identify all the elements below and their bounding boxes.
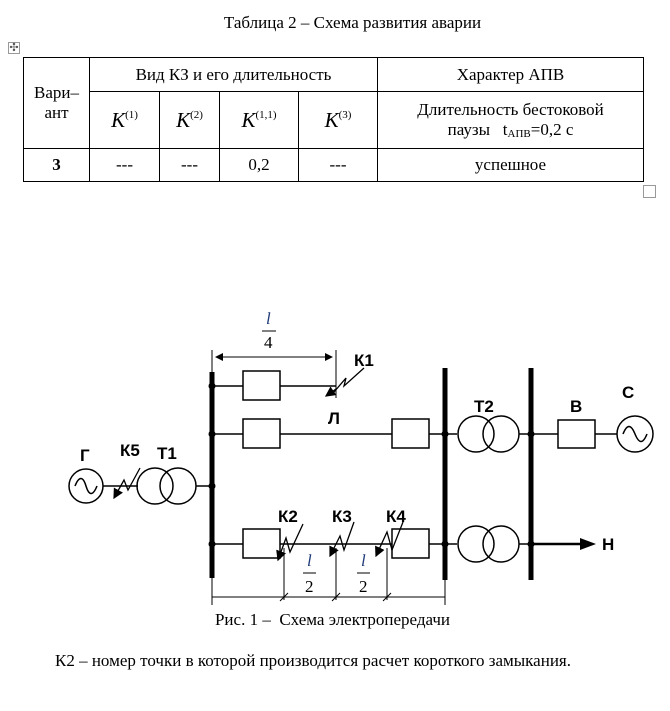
apv-pause-line2: паузы t: [447, 120, 508, 139]
header-fault-k11: K(1,1): [219, 91, 299, 149]
fault-k2-icon: [276, 523, 304, 562]
cell-k11: 0,2: [219, 148, 299, 182]
cell-k1: ---: [89, 148, 160, 182]
frac-num: l: [307, 551, 312, 570]
transformer-t1-icon: [136, 467, 197, 505]
label-k1: К1: [354, 351, 374, 370]
k-sup: (1): [125, 108, 138, 121]
header-fault-k1: K(1): [89, 91, 160, 149]
breaker-line-start-icon: [242, 418, 281, 449]
cell-k2: ---: [159, 148, 220, 182]
breaker-bottom-start-icon: [242, 528, 281, 559]
label-k2: К2: [278, 507, 298, 526]
dim-half-label-1: l 2: [303, 551, 316, 596]
k-base: K: [176, 107, 191, 132]
frac-num: l: [266, 309, 271, 328]
label-breaker: В: [570, 397, 582, 416]
table-move-handle-icon[interactable]: ✣: [8, 41, 20, 54]
breaker-b-icon: [557, 419, 596, 449]
system-source-icon: [616, 415, 654, 453]
dim-half-lines: [211, 548, 446, 605]
frac-num: l: [361, 551, 366, 570]
table-subheader-row: K(1) K(2) K(1,1) K(3) Длительность бесто…: [24, 91, 644, 149]
apv-subscript: АПВ: [507, 128, 531, 140]
k-sup: (1,1): [255, 108, 277, 121]
header-apv-group: Характер АПВ: [377, 57, 644, 92]
fault-k4-icon: [375, 521, 404, 558]
k-sup: (3): [338, 108, 352, 121]
label-t1: Т1: [157, 444, 177, 463]
table-row: 3 --- --- 0,2 --- успешное: [23, 148, 644, 182]
transformer-lower-icon: [457, 525, 520, 563]
k-sup: (2): [190, 108, 203, 121]
header-apv-pause: Длительность бестоковой паузы tАПВ=0,2 с: [377, 91, 644, 149]
k-base: K: [111, 107, 126, 132]
fault-k1-icon: [324, 367, 365, 397]
label-generator: Г: [80, 446, 90, 465]
frac-den: 2: [305, 577, 314, 596]
label-system: С: [622, 383, 634, 402]
breaker-top-icon: [242, 370, 281, 401]
fault-k5-icon: [113, 467, 141, 500]
frac-den: 4: [264, 333, 273, 352]
power-transmission-diagram: Г К5 Т1 К1 Л К2 К3 К4 Т2 В С Н l 4 l 2 l…: [68, 309, 654, 605]
label-t2: Т2: [474, 397, 494, 416]
label-line: Л: [328, 409, 340, 428]
cell-variant: 3: [23, 148, 90, 182]
load-arrow-icon: [580, 538, 596, 550]
table-header-row: Вари– ант Вид КЗ и его длительность Хара…: [23, 57, 644, 149]
header-variant-line1: Вари–: [34, 83, 79, 102]
header-fault-k3: K(3): [298, 91, 378, 149]
junction-dots: [208, 382, 535, 548]
table-title: Таблица 2 – Схема развития аварии: [223, 13, 482, 32]
header-variant: Вари– ант: [23, 57, 90, 149]
k-base: K: [324, 107, 339, 132]
k-base: K: [241, 107, 256, 132]
apv-pause-value: =0,2 с: [530, 120, 574, 139]
transformer-t2-icon: [457, 415, 520, 453]
dim-quarter-label: l 4: [262, 309, 276, 352]
label-k3: К3: [332, 507, 352, 526]
accident-scheme-table: Вари– ант Вид КЗ и его длительность Хара…: [23, 57, 644, 182]
generator-icon: [68, 468, 104, 504]
fault-k3-icon: [329, 521, 355, 558]
header-variant-line2: ант: [44, 103, 69, 122]
label-k5: К5: [120, 441, 140, 460]
header-fault-k2: K(2): [159, 91, 220, 149]
table-resize-handle[interactable]: [643, 185, 656, 198]
note-paragraph: К2 – номер точки в которой производится …: [55, 651, 571, 670]
figure-caption: Рис. 1 – Схема электропередачи: [214, 610, 451, 629]
cell-apv: успешное: [377, 148, 644, 182]
frac-den: 2: [359, 577, 368, 596]
breaker-bottom-end-icon: [391, 528, 430, 559]
label-load: Н: [602, 535, 614, 554]
dim-half-label-2: l 2: [357, 551, 370, 596]
label-k4: К4: [386, 507, 406, 526]
apv-pause-line1: Длительность бестоковой: [417, 100, 604, 119]
breaker-line-end-icon: [391, 418, 430, 449]
cell-k3: ---: [298, 148, 378, 182]
header-fault-group: Вид КЗ и его длительность: [89, 57, 378, 92]
